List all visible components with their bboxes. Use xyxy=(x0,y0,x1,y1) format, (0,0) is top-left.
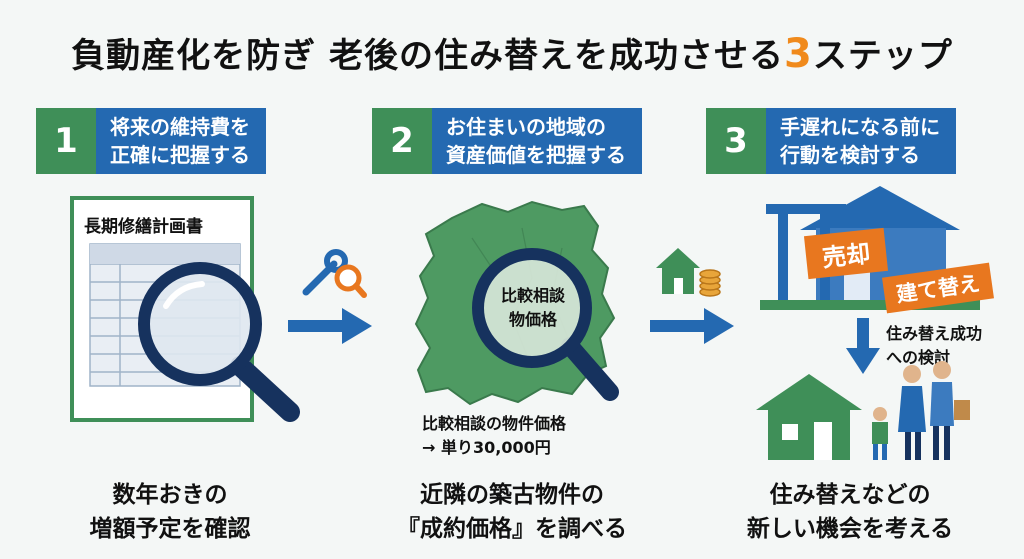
magnifier-icon xyxy=(138,262,300,422)
step-2-header: 2 お住まいの地域の 資産価値を把握する xyxy=(372,108,642,174)
lens-label: 比較相談 物価格 xyxy=(500,286,565,329)
title-suffix: ステップ xyxy=(812,36,953,76)
arrow-right-icon xyxy=(650,308,734,344)
step-3-caption: 住み替えなどの 新しい機会を考える xyxy=(746,482,954,542)
title-accent-number: 3 xyxy=(784,31,813,77)
step-2-title: お住まいの地域の 資産価値を把握する xyxy=(432,108,642,174)
step-2-number: 2 xyxy=(372,108,432,174)
wrench-icon xyxy=(302,249,367,298)
new-house-icon xyxy=(756,374,862,460)
arrow-right-icon xyxy=(288,308,372,344)
step-1-header: 1 将来の維持費を 正確に把握する xyxy=(36,108,266,174)
step-1-caption: 数年おきの 増額予定を確認 xyxy=(89,482,251,542)
move-note: 住み替え成功 への検討 xyxy=(886,324,983,367)
step-1-title: 将来の維持費を 正確に把握する xyxy=(96,108,266,174)
magnifier-icon xyxy=(472,248,619,401)
sell-tag: 売却 xyxy=(803,227,889,280)
step-3-title: 手遅れになる前に 行動を検討する xyxy=(766,108,956,174)
step-3-number: 3 xyxy=(706,108,766,174)
step-1-number: 1 xyxy=(36,108,96,174)
price-note: 比較相談の物件価格 → 単り30,000円 xyxy=(422,414,567,457)
document-title: 長期修繕計画書 xyxy=(84,217,203,237)
family-illustration xyxy=(872,361,970,460)
house-coins-icon xyxy=(656,248,721,297)
step-2-caption: 近隣の築古物件の 『成約価格』を調べる xyxy=(397,482,627,542)
step-3-header: 3 手遅れになる前に 行動を検討する xyxy=(706,108,956,174)
title-main: 負動産化を防ぎ 老後の住み替えを成功させる xyxy=(71,36,784,76)
arrow-down-icon xyxy=(846,318,880,374)
page-title: 負動産化を防ぎ 老後の住み替えを成功させる3ステップ xyxy=(0,28,1024,77)
